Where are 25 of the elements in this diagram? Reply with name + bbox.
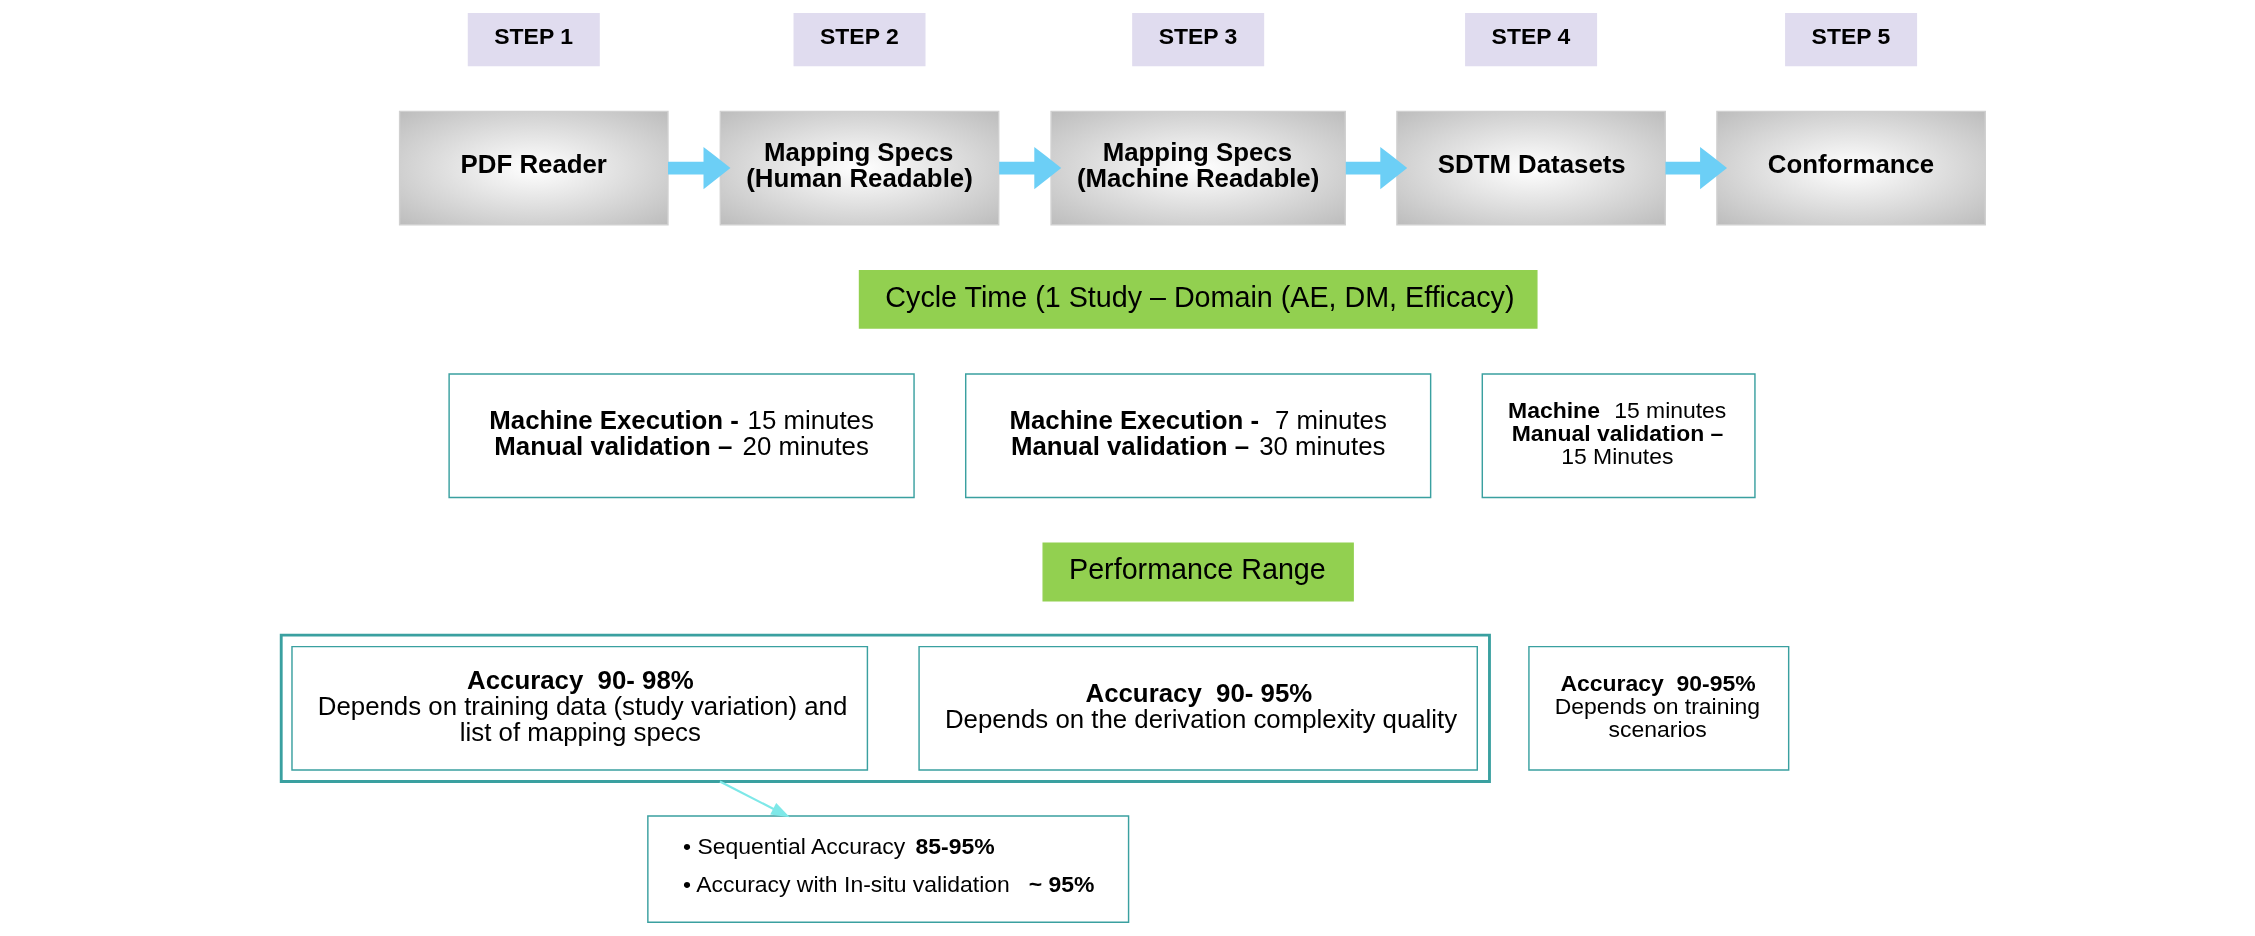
cluster: [279, 633, 1491, 783]
arrow: [1665, 146, 1728, 190]
node-box: STEP 3: [1132, 13, 1265, 67]
node-box: STEP 5: [1785, 13, 1918, 67]
node-box: Machine Execution - 7 minutes Manual validation – 30 minutes: [965, 373, 1432, 499]
node-box: STEP 2: [793, 13, 926, 67]
node-box: Machine Execution - 15 minutes Manual validation – 20 minutes: [448, 373, 915, 499]
node-box: Machine 15 minutes Manual validation – 15 Minutes: [1481, 373, 1756, 499]
arrow: [668, 146, 731, 190]
node-box: Mapping Specs (Human Readable): [719, 110, 1000, 226]
node-box: Accuracy 90- 98% Depends on training data (study variation) and list of mapping specs: [291, 645, 869, 771]
node-box: Conformance: [1716, 110, 1986, 226]
node-box: STEP 1: [467, 13, 600, 67]
node-box: Mapping Specs (Machine Readable): [1050, 110, 1346, 226]
node-box: STEP 4: [1465, 13, 1598, 67]
node-box: Performance Range: [1042, 542, 1354, 602]
arrow: [719, 780, 790, 818]
arrow: [999, 146, 1062, 190]
node-box: PDF Reader: [398, 110, 669, 226]
node-box: Cycle Time (1 Study – Domain (AE, DM, Efficacy): [858, 269, 1538, 329]
node-box: Accuracy 90-95% Depends on training scenarios: [1528, 645, 1790, 771]
node-box: SDTM Datasets: [1396, 110, 1666, 226]
node-box: • Sequential Accuracy 85-95% • Accuracy with In-situ validation ~ 95%: [647, 815, 1130, 923]
arrow: [1345, 146, 1408, 190]
node-box: Accuracy 90- 95% Depends on the derivation complexity quality: [918, 645, 1478, 771]
